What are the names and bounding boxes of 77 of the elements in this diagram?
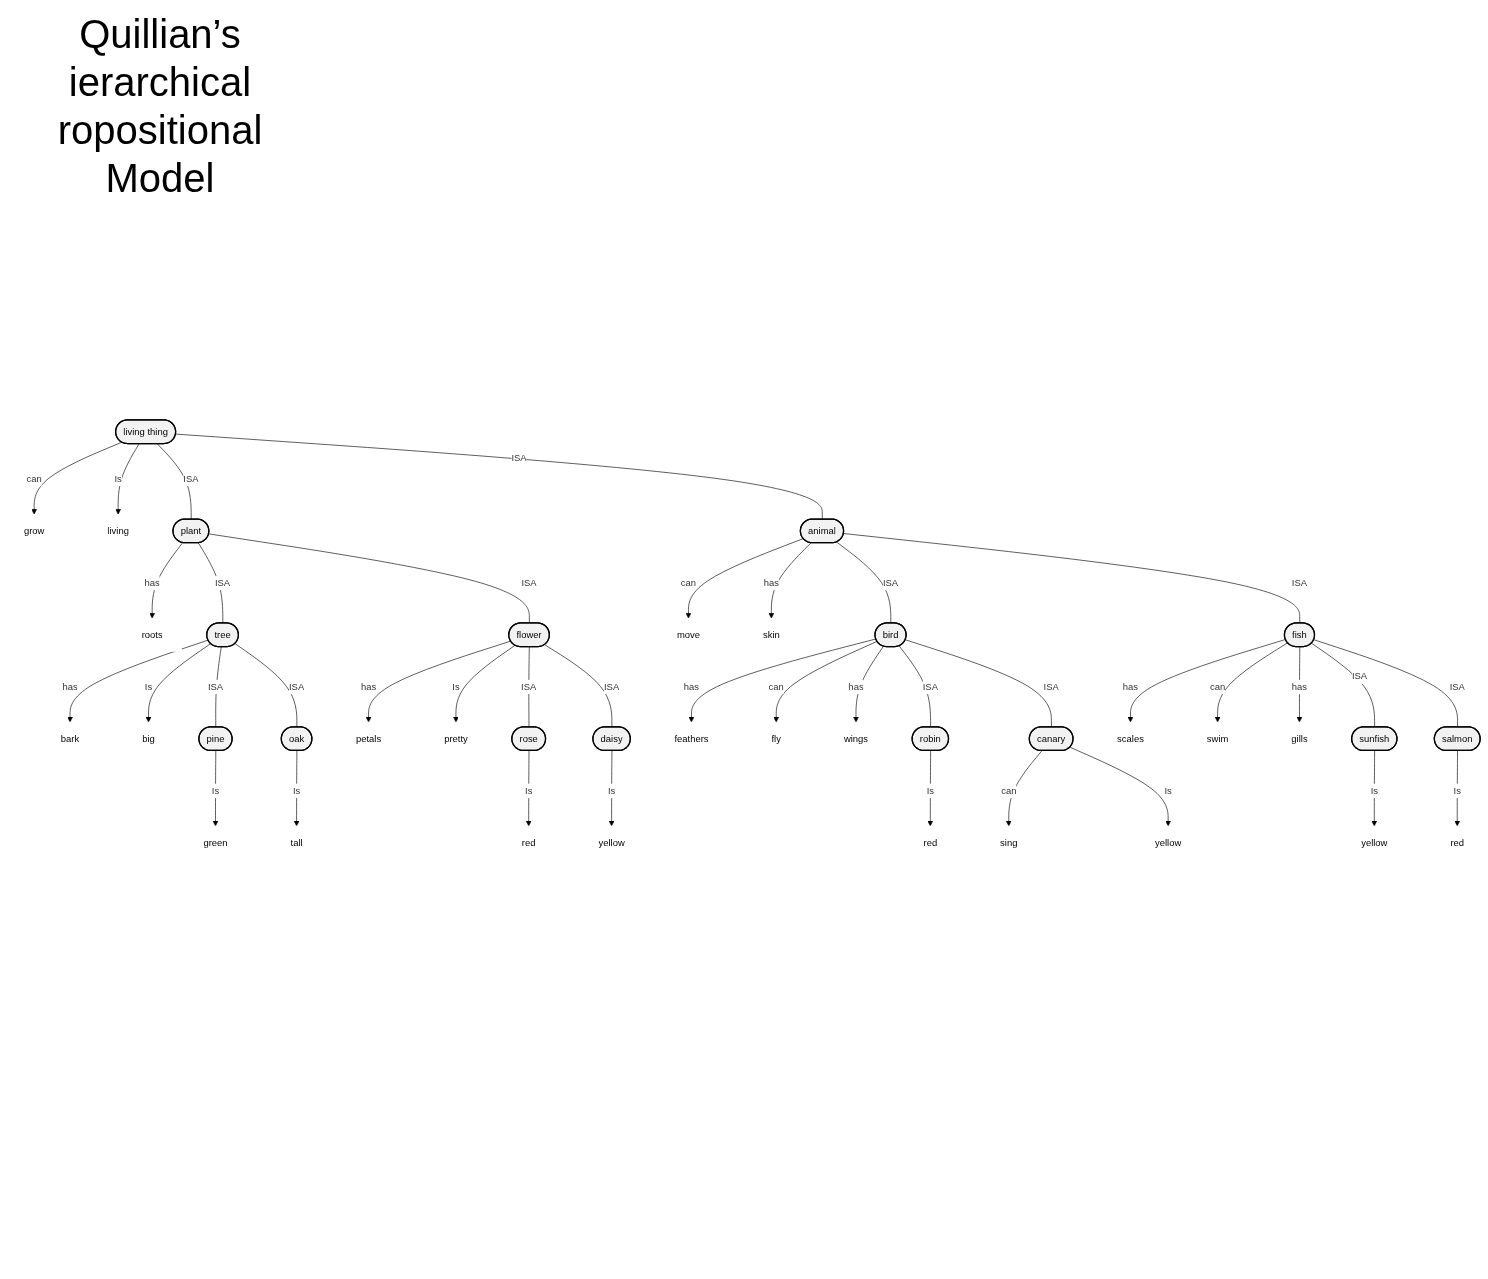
edge-label: Is	[926, 784, 934, 796]
node-text: gills	[1291, 732, 1308, 744]
edge-label: ISA	[604, 680, 620, 692]
node-text: wings	[843, 732, 869, 744]
edge-label: ISA	[183, 473, 199, 484]
node-text: bark	[60, 732, 80, 744]
edge-label: can	[1209, 680, 1226, 692]
edge-label: Is	[292, 784, 301, 796]
node-text: green	[203, 836, 228, 848]
edge-label: ISA	[1449, 680, 1465, 692]
connector	[175, 433, 823, 520]
node-text: red	[923, 836, 938, 848]
edge-label: ISA	[1351, 670, 1368, 682]
edge-label: Is	[1453, 784, 1461, 796]
edge-label: ISA	[882, 577, 899, 588]
connector	[198, 542, 224, 624]
node-text: scales	[1117, 732, 1144, 744]
node-text: fly	[771, 732, 781, 744]
edge-label: Is	[144, 680, 153, 692]
node-text: roots	[141, 628, 163, 640]
connector	[215, 646, 222, 728]
connector	[905, 639, 1052, 728]
connector	[1311, 642, 1375, 728]
edge-label: can	[26, 473, 42, 484]
node-text: big	[142, 732, 155, 744]
edge-label: has	[62, 680, 78, 692]
edge-label: has	[360, 680, 377, 692]
node-text: red	[521, 836, 536, 848]
edge-label: has	[683, 680, 700, 692]
connector	[208, 533, 530, 624]
node-text: skin	[762, 628, 780, 640]
connector	[528, 646, 530, 728]
edge-label: ISA	[521, 577, 537, 588]
edge-label: ISA	[288, 680, 305, 692]
node-text: yellow	[1155, 836, 1182, 848]
edge-label: ISA	[1291, 577, 1308, 588]
edge-label: ISA	[1043, 680, 1059, 692]
edge-label: Is	[1370, 784, 1378, 796]
node-text: petals	[355, 732, 382, 744]
edge-label: can	[768, 680, 784, 692]
edge-label: has	[848, 680, 864, 692]
diagram-title: Quillian’s ierarchical ropositional Model	[56, 11, 264, 202]
node-text: grow	[23, 525, 45, 536]
node-text: sing	[1000, 836, 1018, 848]
edge-label: has	[1122, 680, 1139, 692]
connector	[156, 443, 192, 520]
node-text: living	[107, 525, 129, 536]
edge-label: has	[144, 577, 160, 588]
edge-label: ISA	[511, 452, 527, 463]
node-text: tall	[290, 836, 303, 848]
edge-label: can	[680, 577, 697, 588]
connector	[544, 644, 613, 728]
edge-label: ISA	[922, 680, 938, 692]
edge-label: Is	[607, 784, 616, 796]
edge-label: has	[1291, 680, 1308, 692]
edge-label: Is	[525, 784, 533, 796]
edge-label: ISA	[207, 680, 224, 692]
connector	[234, 643, 298, 728]
edge-label: has	[763, 577, 779, 588]
node-text: feathers	[674, 732, 709, 744]
connector	[898, 645, 931, 728]
node-text: yellow	[598, 836, 625, 848]
edge-label: Is	[211, 784, 220, 796]
edge-label: Is	[114, 473, 122, 484]
node-text: pretty	[444, 732, 468, 744]
node-text: swim	[1206, 732, 1229, 744]
node-text: move	[676, 628, 700, 640]
connector	[836, 541, 892, 624]
node-text: yellow	[1361, 836, 1388, 848]
edge-label: can	[1001, 784, 1017, 796]
node-text: red	[1450, 836, 1465, 848]
edge-label: Is	[1164, 784, 1172, 796]
edge-label: ISA	[521, 680, 537, 692]
edge-label: Is	[452, 680, 460, 692]
connector	[843, 533, 1301, 624]
edge-label: ISA	[214, 577, 231, 588]
connector	[1313, 639, 1458, 728]
